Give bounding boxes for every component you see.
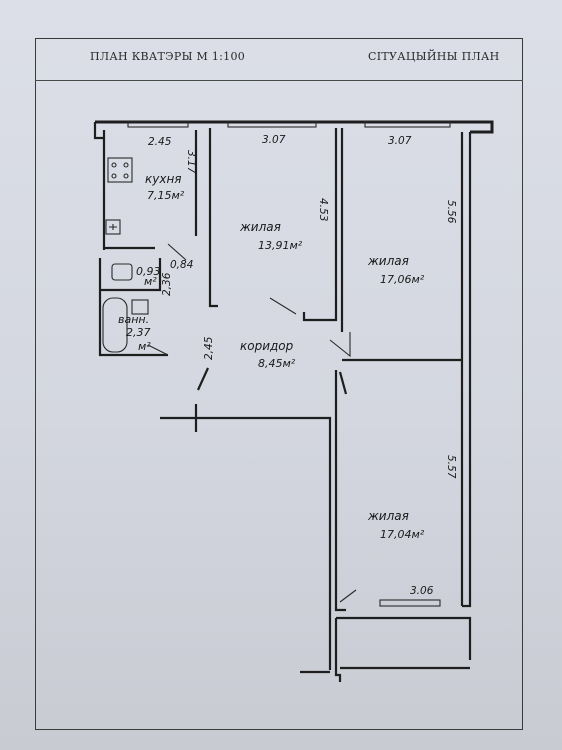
living1-height-dim: 4.53 [317,198,329,221]
kitchen-area: 7,15м² [147,189,185,202]
plan-title: ПЛАН КВАТЭРЫ М 1:100 [90,50,246,63]
bath-dim: 2,36 [161,272,173,296]
outer-top-wall [93,120,494,140]
stove-icon [107,157,133,183]
living2-door [329,332,351,358]
toilet-icon [111,263,133,281]
window-living2 [364,120,451,128]
corridor-label: коридор [240,339,294,353]
header-divider [35,80,523,81]
toilet-unit: м² [144,275,157,288]
living2-height-dim: 5.56 [445,200,457,224]
living1-area: 13,91м² [258,239,303,252]
living2-label: жилая [367,254,409,268]
kitchen-height-dim: 3.17 [185,150,197,174]
washbasin-icon [131,299,149,315]
bathroom-label: ванн. [118,313,149,326]
bathroom-area: 2,37 [126,326,151,339]
sanitary-block [98,258,169,357]
corridor-dim: 2,45 [203,336,215,360]
sink-icon [105,219,121,235]
living-room-2 [329,128,472,370]
living2-area: 17,06м² [380,273,425,286]
living-room-1 [208,128,338,322]
corridor-walls [160,367,348,670]
kitchen-width-dim: 2.45 [148,136,172,148]
living3-height-dim: 5.57 [445,455,457,479]
window-living3 [379,599,441,607]
window-kitchen [127,120,189,128]
living3-door [339,589,357,603]
corridor-area: 8,45м² [258,357,296,370]
living1-label: жилая [239,220,281,234]
kitchen-door [167,243,187,261]
kitchen-room [102,130,198,261]
toilet-area: 0,93 [136,265,161,278]
living3-area: 17,04м² [380,528,425,541]
drawing-frame [35,38,523,730]
kitchen-label: кухня [145,172,182,186]
living1-door [269,297,297,315]
living-room-3 [300,360,472,682]
bathtub-icon [102,297,128,353]
living2-width-dim: 3.07 [388,135,412,147]
situation-plan-title: СІТУАЦЫЙНЫ ПЛАН [368,50,500,63]
toilet-dim: 0,84 [170,259,193,271]
living3-width-dim: 3.06 [410,585,434,597]
living1-width-dim: 3.07 [262,134,286,146]
window-living1 [227,120,317,128]
bathroom-unit: м² [138,340,151,353]
living3-label: жилая [367,509,409,523]
